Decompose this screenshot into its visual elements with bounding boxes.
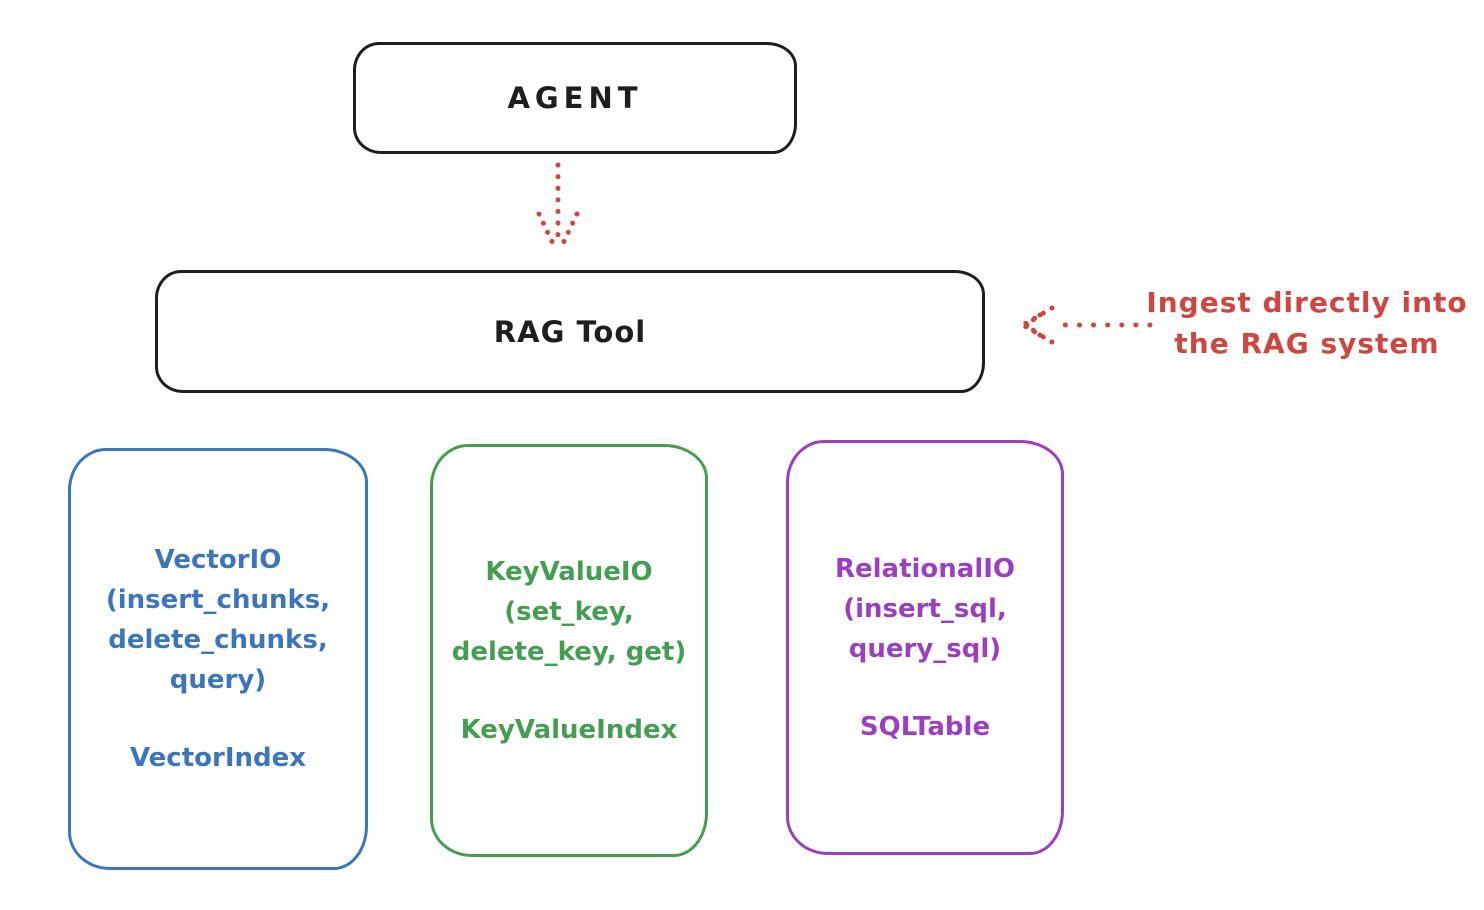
keyvalue-index-label: KeyValueIndex	[460, 714, 678, 745]
keyvalue-io-node: KeyValueIO (set_key, delete_key, get) Ke…	[430, 444, 708, 857]
api-line: delete_key, get)	[451, 636, 687, 667]
api-line: query_sql)	[848, 633, 1002, 664]
arrow-down-icon	[536, 162, 580, 253]
relational-io-node: RelationalIO (insert_sql, query_sql) SQL…	[786, 440, 1064, 855]
api-line: KeyValueIO	[485, 556, 653, 587]
api-line: (insert_sql,	[843, 593, 1007, 624]
api-line: (insert_chunks,	[105, 585, 331, 615]
vector-io-node: VectorIO (insert_chunks, delete_chunks, …	[68, 448, 368, 870]
agent-label: AGENT	[507, 81, 643, 115]
api-line: VectorIO	[154, 545, 282, 575]
api-line: RelationalIO	[834, 553, 1016, 584]
annotation-line: Ingest directly into	[1146, 286, 1468, 319]
api-signature: VectorIO (insert_chunks, delete_chunks, …	[106, 540, 330, 700]
rag-tool-label: RAG Tool	[493, 314, 647, 349]
api-line: (set_key,	[504, 596, 634, 627]
annotation-line: the RAG system	[1174, 327, 1440, 360]
rag-tool-node: RAG Tool	[155, 270, 985, 393]
api-signature: RelationalIO (insert_sql, query_sql)	[835, 549, 1015, 669]
vector-index-label: VectorIndex	[129, 743, 307, 773]
api-signature: KeyValueIO (set_key, delete_key, get)	[452, 552, 687, 672]
ingest-arrow-left-icon	[1020, 305, 1153, 345]
sql-table-label: SQLTable	[859, 711, 991, 742]
ingest-annotation: Ingest directly into the RAG system	[1130, 282, 1484, 364]
agent-node: AGENT	[353, 42, 797, 154]
api-line: query)	[169, 665, 267, 695]
api-line: delete_chunks,	[108, 625, 328, 655]
